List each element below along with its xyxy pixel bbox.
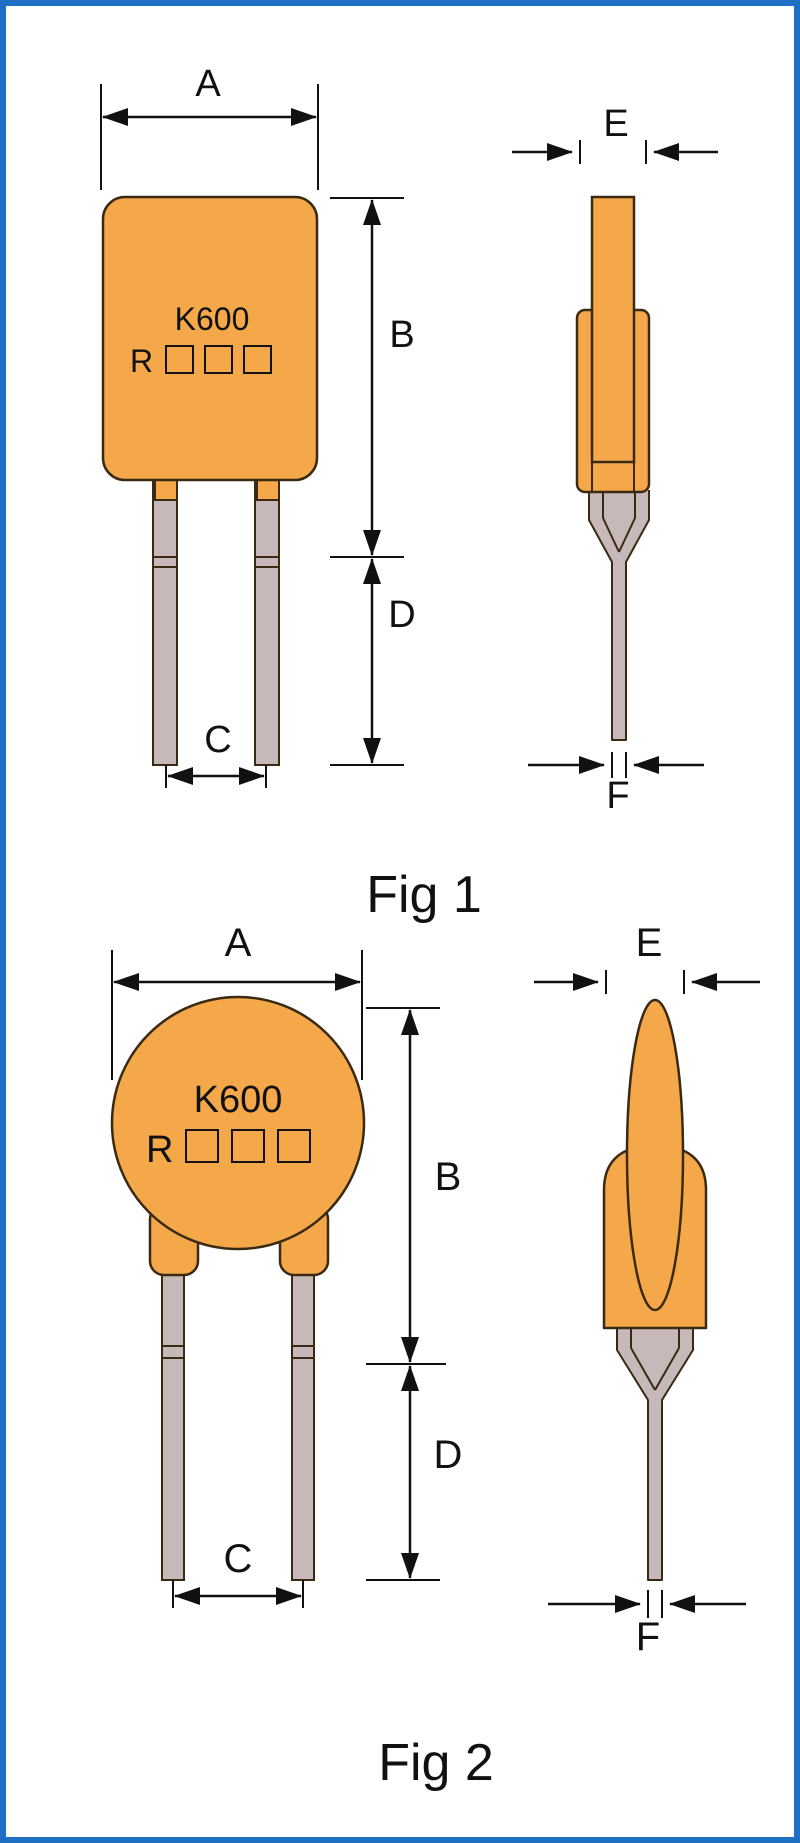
fig1-marking-prefix: R [130, 343, 153, 379]
fig2-marking-box [277, 1129, 311, 1163]
fig1-marking-line1: K600 [175, 301, 250, 337]
fig2-side-view: E F [534, 921, 760, 1659]
fig2-side-body [625, 998, 685, 1312]
fig2-marking-prefix: R [146, 1129, 173, 1171]
fig1-lead-left [152, 479, 178, 766]
fig1-marking-box [243, 345, 272, 374]
fig1-caption: Fig 1 [366, 866, 482, 924]
fig1-side-view: E F [512, 103, 718, 817]
figure-1: K600 R A B D C [100, 63, 718, 924]
fig1-dim-e-label: E [603, 103, 628, 145]
fig1-side-lead [588, 490, 650, 741]
figure-2: K600 R A B D C [110, 921, 760, 1792]
fig1-body [101, 195, 319, 482]
fig2-front-view: K600 R A B D C [110, 921, 463, 1608]
fig1-side-body [590, 195, 636, 464]
fig1-dim-f-label: F [606, 775, 629, 817]
fig1-dim-a-label: A [195, 63, 221, 105]
fig2-dim-e-label: E [636, 921, 663, 965]
fig2-lead-right [291, 1269, 315, 1581]
fig1-marking-box [165, 345, 194, 374]
fig1-marking-box [204, 345, 233, 374]
fig2-dim-c-label: C [224, 1537, 253, 1581]
fig2-dim-d-label: D [434, 1433, 463, 1477]
fig2-dim-b-label: B [435, 1155, 462, 1199]
fig2-body [110, 995, 366, 1251]
fig2-marking-box [185, 1129, 219, 1163]
fig2-side-lead [616, 1320, 694, 1581]
fig2-caption: Fig 2 [378, 1734, 494, 1792]
fig1-front-view: K600 R A B D C [100, 63, 416, 788]
fig1-dim-b-label: B [389, 314, 414, 356]
fig1-dim-c-label: C [204, 719, 231, 761]
fig1-lead-right [254, 479, 280, 766]
fig2-marking-line1: K600 [194, 1079, 283, 1121]
fig2-dim-f-label: F [636, 1615, 660, 1659]
fig2-marking-box [231, 1129, 265, 1163]
fig2-lead-left [161, 1269, 185, 1581]
fig2-dim-a-label: A [225, 921, 252, 965]
fig1-dim-d-label: D [388, 594, 415, 636]
